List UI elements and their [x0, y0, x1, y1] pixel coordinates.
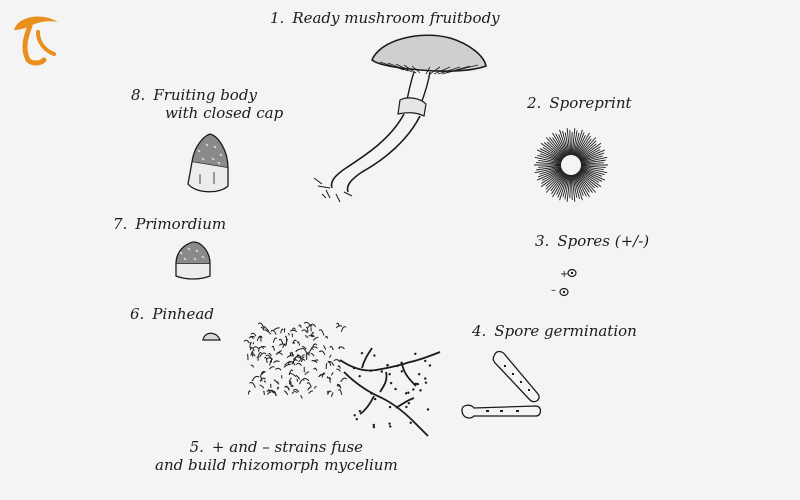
- stage-number: 4.: [472, 322, 487, 340]
- stage-6-label: 6. Pinhead: [130, 305, 214, 323]
- spore-plus-mark: +: [560, 269, 568, 280]
- stage-text-line-2: and build rhizomorph mycelium: [155, 456, 398, 474]
- stage-text: Pinhead: [152, 305, 214, 323]
- stage-2-label: 2. Sporeprint: [527, 94, 632, 112]
- stage-text: Sporeprint: [549, 94, 632, 112]
- rhizomorph-mycelium-illustration: [243, 321, 441, 437]
- stage-text-line-1: + and – strains fuse: [211, 438, 364, 456]
- stage-text: Ready mushroom fruitbody: [292, 9, 500, 27]
- stage-8-label: 8. Fruiting body with closed cap: [131, 86, 283, 122]
- stage-1-label: 1. Ready mushroom fruitbody: [270, 9, 500, 27]
- stage-number: 5.: [189, 438, 204, 456]
- stage-number: 2.: [527, 94, 542, 112]
- stage-text-line-2: with closed cap: [165, 104, 284, 122]
- spore-minus-mark: –: [551, 285, 556, 296]
- stage-number: 3.: [535, 232, 550, 250]
- stage-number: 6.: [130, 305, 145, 323]
- stage-text-line-1: Fruiting body: [153, 86, 257, 104]
- stage-number: 8.: [131, 86, 146, 104]
- stage-number: 7.: [113, 215, 128, 233]
- stage-text: Spore germination: [494, 322, 637, 340]
- stage-3-label: 3. Spores (+/-): [535, 232, 649, 250]
- stage-5-label: 5. + and – strains fuse and build rhizomo…: [155, 438, 398, 474]
- stage-number: 1.: [270, 9, 285, 27]
- stage-text: Spores (+/-): [557, 232, 650, 250]
- stage-7-label: 7. Primordium: [113, 215, 226, 233]
- stage-4-label: 4. Spore germination: [472, 322, 637, 340]
- sporeprint-illustration: [534, 128, 608, 202]
- closed-cap-fruiting-body-illustration: [187, 133, 229, 193]
- stage-text: Primordium: [135, 215, 227, 233]
- pinhead-illustration: [202, 332, 221, 341]
- mature-mushroom-illustration: [313, 34, 487, 203]
- germinating-spores-illustration: [461, 350, 542, 419]
- spores-illustration: [559, 268, 577, 297]
- mushroom-logo-icon: [14, 16, 58, 66]
- primordium-illustration: [175, 241, 211, 280]
